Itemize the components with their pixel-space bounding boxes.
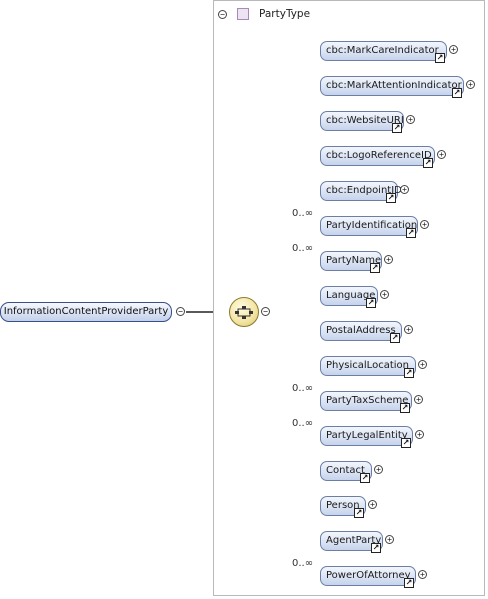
expand-plus-icon[interactable]: + xyxy=(415,430,424,439)
expand-plus-icon[interactable]: + xyxy=(406,115,415,124)
cardinality-label: 0..∞ xyxy=(292,558,314,569)
reference-arrow-icon: ↗ xyxy=(390,333,400,343)
expand-plus-icon[interactable]: + xyxy=(414,395,423,404)
element-node[interactable]: Contact xyxy=(320,461,372,481)
sequence-collapse-icon[interactable]: − xyxy=(261,307,270,316)
reference-arrow-icon: ↗ xyxy=(366,298,376,308)
expand-plus-icon[interactable]: + xyxy=(380,290,389,299)
reference-arrow-icon: ↗ xyxy=(404,578,414,588)
element-node[interactable]: PartyName xyxy=(320,251,382,271)
expand-plus-icon[interactable]: + xyxy=(449,45,458,54)
element-node[interactable]: cbc:EndpointID xyxy=(320,181,402,201)
reference-arrow-icon: ↗ xyxy=(435,53,445,63)
reference-arrow-icon: ↗ xyxy=(400,403,410,413)
expand-plus-icon[interactable]: + xyxy=(418,570,427,579)
expand-plus-icon[interactable]: + xyxy=(437,150,446,159)
cardinality-label: 0..∞ xyxy=(292,208,314,219)
reference-arrow-icon: ↗ xyxy=(452,88,462,98)
expand-plus-icon[interactable]: + xyxy=(385,535,394,544)
expand-plus-icon[interactable]: + xyxy=(420,220,429,229)
cardinality-label: 0..∞ xyxy=(292,418,314,429)
expand-plus-icon[interactable]: + xyxy=(400,185,409,194)
reference-arrow-icon: ↗ xyxy=(371,543,381,553)
reference-arrow-icon: ↗ xyxy=(386,193,396,203)
expand-plus-icon[interactable]: + xyxy=(374,465,383,474)
type-title: PartyType xyxy=(259,8,311,20)
element-node[interactable]: PartyLegalEntity xyxy=(320,426,413,446)
element-node[interactable]: Language xyxy=(320,286,378,306)
root-element-node[interactable]: InformationContentProviderParty xyxy=(0,302,172,322)
reference-arrow-icon: ↗ xyxy=(360,473,370,483)
expand-plus-icon[interactable]: + xyxy=(418,360,427,369)
element-node[interactable]: PartyTaxScheme xyxy=(320,391,412,411)
reference-arrow-icon: ↗ xyxy=(404,368,414,378)
type-collapse-icon[interactable]: − xyxy=(218,10,227,19)
reference-arrow-icon: ↗ xyxy=(423,158,433,168)
expand-plus-icon[interactable]: + xyxy=(368,500,377,509)
element-node[interactable]: AgentParty xyxy=(320,531,383,551)
element-node[interactable]: cbc:LogoReferenceID xyxy=(320,146,435,166)
sequence-compositor-icon[interactable] xyxy=(229,297,259,327)
element-node[interactable]: cbc:MarkAttentionIndicator xyxy=(320,76,464,96)
cardinality-label: 0..∞ xyxy=(292,383,314,394)
reference-arrow-icon: ↗ xyxy=(392,123,402,133)
element-node[interactable]: cbc:MarkCareIndicator xyxy=(320,41,447,61)
reference-arrow-icon: ↗ xyxy=(370,263,380,273)
element-node[interactable]: PhysicalLocation xyxy=(320,356,416,376)
complex-type-icon xyxy=(237,8,249,20)
reference-arrow-icon: ↗ xyxy=(406,228,416,238)
expand-plus-icon[interactable]: + xyxy=(466,80,475,89)
sequence-symbol-icon xyxy=(235,306,253,319)
reference-arrow-icon: ↗ xyxy=(401,438,411,448)
element-node[interactable]: PostalAddress xyxy=(320,321,402,341)
reference-arrow-icon: ↗ xyxy=(354,508,364,518)
expand-plus-icon[interactable]: + xyxy=(404,325,413,334)
root-collapse-icon[interactable]: − xyxy=(176,307,185,316)
element-node[interactable]: cbc:WebsiteURI xyxy=(320,111,404,131)
expand-plus-icon[interactable]: + xyxy=(384,255,393,264)
cardinality-label: 0..∞ xyxy=(292,243,314,254)
element-node[interactable]: PartyIdentification xyxy=(320,216,418,236)
element-node[interactable]: PowerOfAttorney xyxy=(320,566,416,586)
